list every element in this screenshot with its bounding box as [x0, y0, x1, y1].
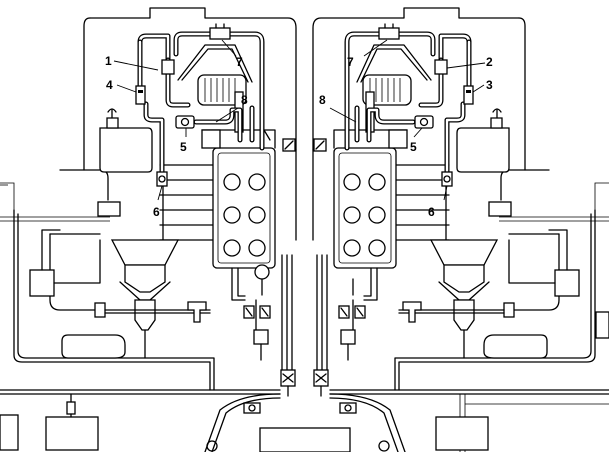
right-hoses [344, 23, 474, 187]
callout-6-right: 6 [428, 205, 435, 219]
left-pump-assembly [29, 108, 211, 359]
right-pump-assembly [398, 108, 580, 359]
callout-8-right: 8 [319, 93, 326, 107]
callouts-left: 1 4 5 6 7 8 [105, 39, 248, 219]
callout-5: 5 [180, 140, 187, 154]
callouts-right: 2 3 5 6 7 8 [319, 39, 493, 219]
callout-2: 2 [486, 55, 493, 69]
callout-7-right: 7 [347, 55, 354, 69]
callout-7: 7 [236, 55, 243, 69]
callout-6: 6 [153, 205, 160, 219]
center-manifold [280, 138, 329, 397]
callout-4: 4 [106, 78, 113, 92]
background-plumbing [0, 7, 609, 452]
callout-3: 3 [486, 78, 493, 92]
callout-5-right: 5 [410, 140, 417, 154]
callout-8: 8 [241, 93, 248, 107]
callout-1: 1 [105, 54, 112, 68]
